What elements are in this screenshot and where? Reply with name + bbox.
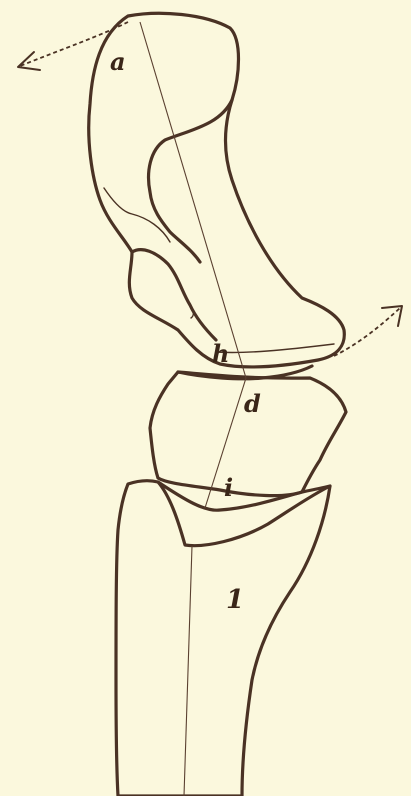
distal-phalanx-inner-contour bbox=[104, 188, 170, 242]
motion-arrows bbox=[18, 22, 402, 356]
upper-motion-arrowhead bbox=[18, 52, 40, 70]
middle-phalanx bbox=[150, 366, 346, 496]
label-i: i bbox=[224, 473, 233, 502]
distal-phalanx-outline bbox=[89, 13, 345, 367]
distal-phalanx bbox=[89, 13, 345, 367]
label-h: h bbox=[212, 339, 229, 368]
proximal-bone bbox=[116, 481, 330, 796]
lower-axis-line bbox=[184, 546, 192, 796]
label-a: a bbox=[110, 47, 126, 76]
proximal-bone-outline bbox=[116, 481, 330, 796]
label-d: d bbox=[244, 389, 261, 418]
distal-articular-line bbox=[216, 344, 334, 353]
distal-phalanx-ridge bbox=[149, 100, 232, 262]
label-one: 1 bbox=[226, 585, 244, 615]
upper-axis-line bbox=[140, 22, 246, 378]
